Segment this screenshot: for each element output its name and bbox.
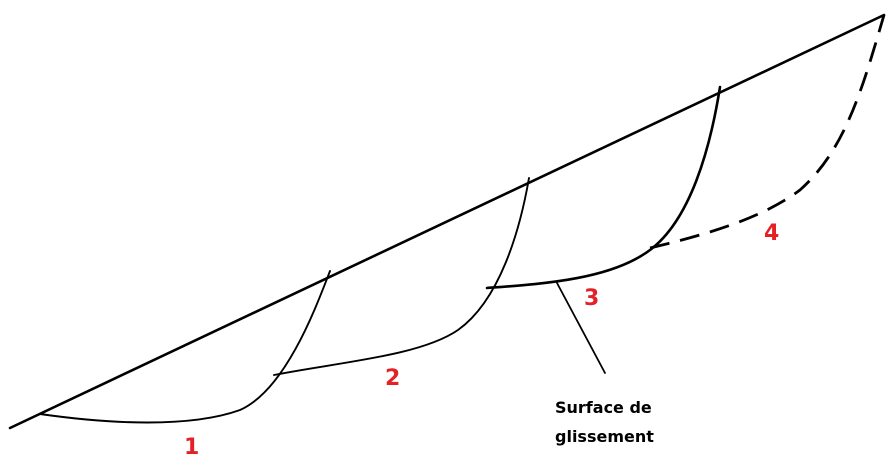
callout-label-line2: glissement [555, 427, 654, 446]
block-number-1: 1 [184, 435, 199, 457]
block-number-2: 2 [385, 366, 400, 391]
slope-surface-line [8, 13, 886, 430]
block-number-4: 4 [764, 221, 779, 246]
slide-surface-1 [39, 270, 331, 424]
block-number-3: 3 [584, 286, 599, 311]
slide-surface-4-dashed [649, 14, 886, 250]
slide-surface-3 [485, 85, 722, 290]
slide-surface-2 [273, 177, 530, 376]
callout-label-line1: Surface de [555, 398, 652, 417]
callout-pointer-line [556, 282, 606, 374]
